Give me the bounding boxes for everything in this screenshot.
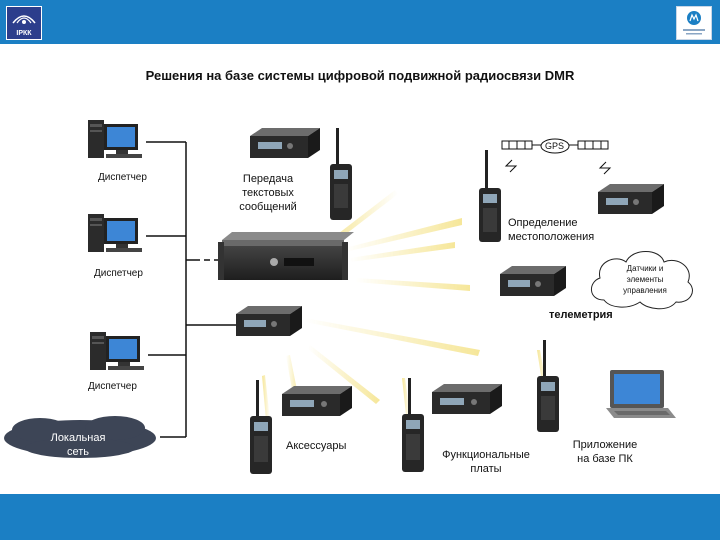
gps-signal-icon (504, 159, 612, 175)
text-messaging-label: Передача текстовых сообщений (228, 172, 308, 214)
text-messaging-line-2: текстовых (242, 187, 294, 199)
beam-to-gps-radio (345, 218, 462, 252)
network-wiring (146, 141, 236, 438)
handheld-radio-accessories (250, 380, 272, 474)
local-network-cloud-icon (4, 416, 156, 458)
location-line-1: Определение (508, 217, 578, 229)
text-messaging-line-1: Передача (242, 173, 294, 185)
mobile-radio-accessories (282, 386, 352, 416)
dispatcher-label-1: Диспетчер (98, 172, 147, 183)
gps-body-icon (540, 138, 570, 154)
dispatcher-label-2: Диспетчер (94, 268, 143, 279)
dispatcher-pc-3 (90, 332, 144, 370)
beam-to-telemetry (355, 278, 470, 291)
beam-to-boards (308, 345, 380, 404)
beam-radio-accessories (262, 375, 270, 420)
location-label: Определение местоположения (508, 216, 618, 244)
function-boards-line-1: Функциональные (442, 449, 530, 461)
handheld-radio-pc (537, 340, 559, 432)
dispatcher-label-3: Диспетчер (88, 381, 137, 392)
pc-application-line-1: Приложение (572, 439, 638, 451)
beam-to-pc (305, 318, 480, 356)
handheld-radio-text-msg (330, 128, 352, 220)
handheld-radio-boards (402, 378, 424, 472)
dispatcher-pc-1 (88, 120, 142, 158)
laptop-icon (606, 370, 676, 418)
sensors-cloud-icon (591, 251, 693, 310)
telemetry-label: телеметрия (549, 309, 613, 321)
location-line-2: местоположения (508, 231, 595, 243)
local-network-line-1: Локальная (50, 432, 106, 444)
text-messaging-line-3: сообщений (239, 201, 297, 213)
motorola-logo-icon (676, 6, 712, 40)
pc-application-line-2: на базе ПК (577, 453, 633, 465)
gps-satellite-right-icon (568, 140, 609, 150)
local-network-label: Локальная сеть (30, 431, 126, 459)
repeater-device (218, 232, 354, 280)
header-bar: ІРКК (0, 0, 720, 44)
sensors-label: Датчики и элементы управления (606, 263, 684, 296)
local-network-line-2: сеть (66, 446, 90, 458)
mobile-radio-center (236, 306, 302, 336)
sensors-line-1: Датчики и (626, 264, 664, 273)
mobile-radio-location (598, 184, 664, 214)
handheld-radio-location (479, 150, 501, 242)
radio-beams (262, 190, 548, 420)
gps-satellite-left-icon (501, 140, 542, 150)
mobile-radio-telemetry (500, 266, 566, 296)
dispatcher-pc-2 (88, 214, 142, 252)
logo-text: ІРКК (16, 30, 32, 37)
mobile-radio-boards (432, 384, 502, 414)
organization-logo: ІРКК (6, 6, 42, 40)
gps-label: GPS (545, 141, 565, 151)
beam-to-location (350, 242, 455, 262)
footer-bar (0, 494, 720, 540)
beam-to-text-msg (330, 190, 398, 244)
accessories-label: Аксессуары (286, 440, 347, 452)
page-title: Решения на базе системы цифровой подвижн… (145, 68, 575, 83)
mobile-radio-top (250, 128, 320, 158)
function-boards-label: Функциональные платы (430, 448, 542, 476)
logo-emblem-icon (12, 15, 36, 24)
pc-application-label: Приложение на базе ПК (560, 438, 650, 466)
sensors-line-2: элементы (626, 275, 664, 284)
function-boards-line-2: платы (470, 463, 502, 475)
sensors-line-3: управления (623, 286, 667, 295)
